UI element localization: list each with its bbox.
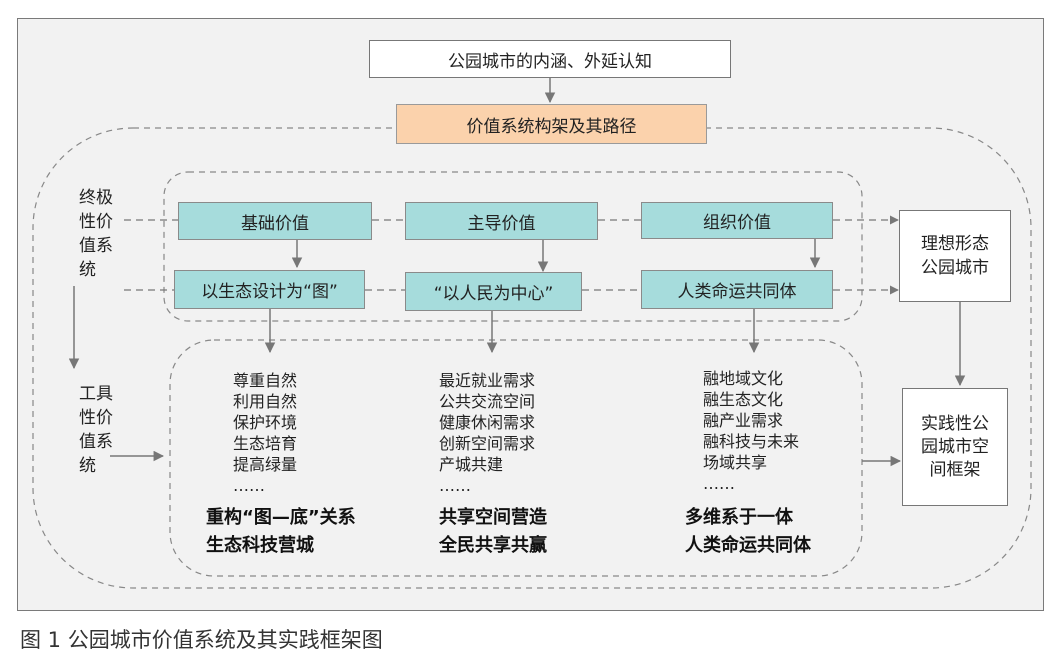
summary-line: 多维系于一体 (685, 507, 793, 528)
list-item: 融科技与未来 (703, 432, 800, 451)
list-item: 公共交流空间 (439, 392, 536, 411)
list-item: …… (439, 476, 471, 495)
summary-line: 生态科技营城 (206, 535, 314, 556)
summary-line: 重构“图—底”关系 (206, 507, 356, 528)
list-item: 创新空间需求 (439, 434, 536, 453)
organizational-value-box: 组织价值 (641, 202, 833, 239)
shared-future-box: 人类命运共同体 (641, 270, 833, 309)
list-item: 尊重自然 (233, 371, 298, 390)
column-items-3: 融地域文化 融生态文化 融产业需求 融科技与未来 场域共享 …… (703, 368, 799, 494)
list-item: 产城共建 (439, 455, 504, 474)
list-item: …… (233, 476, 265, 495)
list-item: 融产业需求 (703, 411, 784, 430)
summary-line: 共享空间营造 (439, 507, 547, 528)
column-items-2: 最近就业需求 公共交流空间 健康休闲需求 创新空间需求 产城共建 …… (439, 370, 535, 496)
column-summary-2: 共享空间营造 全民共享共赢 (439, 504, 547, 560)
list-item: 融地域文化 (703, 369, 784, 388)
instrumental-value-label: 工具 性价 值系 统 (79, 384, 113, 476)
summary-line: 全民共享共赢 (439, 535, 547, 556)
column-summary-1: 重构“图—底”关系 生态科技营城 (206, 504, 356, 560)
ultimate-dashed-region (163, 171, 863, 322)
list-item: 保护环境 (233, 413, 298, 432)
basic-value-box: 基础价值 (178, 202, 372, 240)
instrumental-dashed-region (169, 339, 863, 577)
figure-caption: 图 1 公园城市价值系统及其实践框架图 (20, 628, 383, 652)
list-item: 健康休闲需求 (439, 413, 536, 432)
column-items-1: 尊重自然 利用自然 保护环境 生态培育 提高绿量 …… (233, 370, 297, 496)
ideal-park-city-box: 理想形态 公园城市 (899, 210, 1011, 302)
eco-design-box: 以生态设计为“图” (174, 270, 365, 309)
summary-line: 人类命运共同体 (685, 535, 811, 556)
value-system-box: 价值系统构架及其路径 (396, 104, 707, 144)
list-item: 最近就业需求 (439, 371, 536, 390)
people-centered-box: “以人民为中心” (405, 272, 582, 311)
ultimate-value-label: 终极 性价 值系 统 (79, 188, 113, 280)
list-item: 生态培育 (233, 434, 298, 453)
list-item: 利用自然 (233, 392, 298, 411)
column-summary-3: 多维系于一体 人类命运共同体 (685, 504, 811, 560)
connotation-box: 公园城市的内涵、外延认知 (369, 40, 731, 78)
list-item: 融生态文化 (703, 390, 784, 409)
practice-framework-box: 实践性公 园城市空 间框架 (902, 388, 1008, 506)
list-item: 场域共享 (703, 453, 768, 472)
list-item: …… (703, 474, 735, 493)
list-item: 提高绿量 (233, 455, 298, 474)
leading-value-box: 主导价值 (405, 202, 598, 240)
